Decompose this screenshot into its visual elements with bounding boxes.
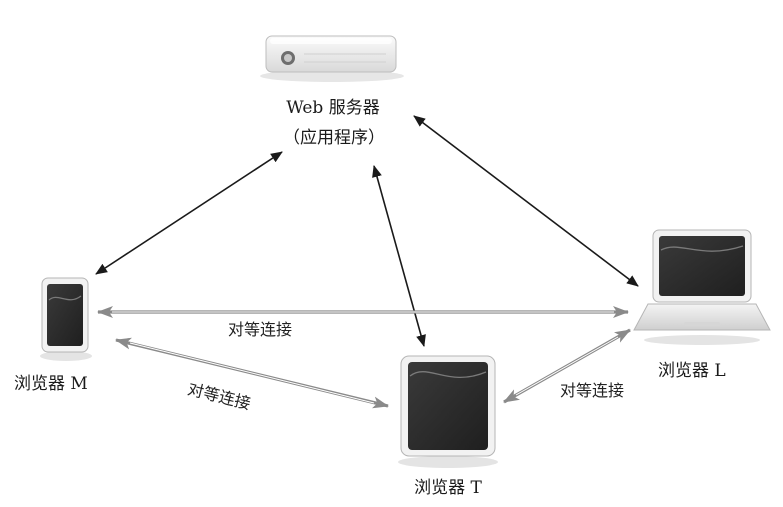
peer-m-l-label: 对等连接	[228, 320, 293, 339]
server-link-t	[372, 165, 426, 347]
peer-t-l-label: 对等连接	[560, 381, 625, 400]
laptop-icon	[633, 229, 771, 345]
server-icon	[260, 35, 404, 82]
peer-link-m-t	[115, 337, 389, 409]
server-sub-label: （应用程序）	[283, 128, 385, 148]
server-link-l	[413, 115, 639, 287]
server-link-m	[95, 151, 283, 275]
tablet-icon	[398, 355, 498, 468]
browser-t-label: 浏览器 T	[414, 478, 482, 498]
server-name-label: Web 服务器	[286, 98, 380, 118]
browser-m-label: 浏览器 M	[14, 374, 88, 394]
peer-link-t-l	[503, 328, 631, 404]
phone-icon	[40, 277, 92, 361]
browser-l-label: 浏览器 L	[658, 361, 726, 381]
